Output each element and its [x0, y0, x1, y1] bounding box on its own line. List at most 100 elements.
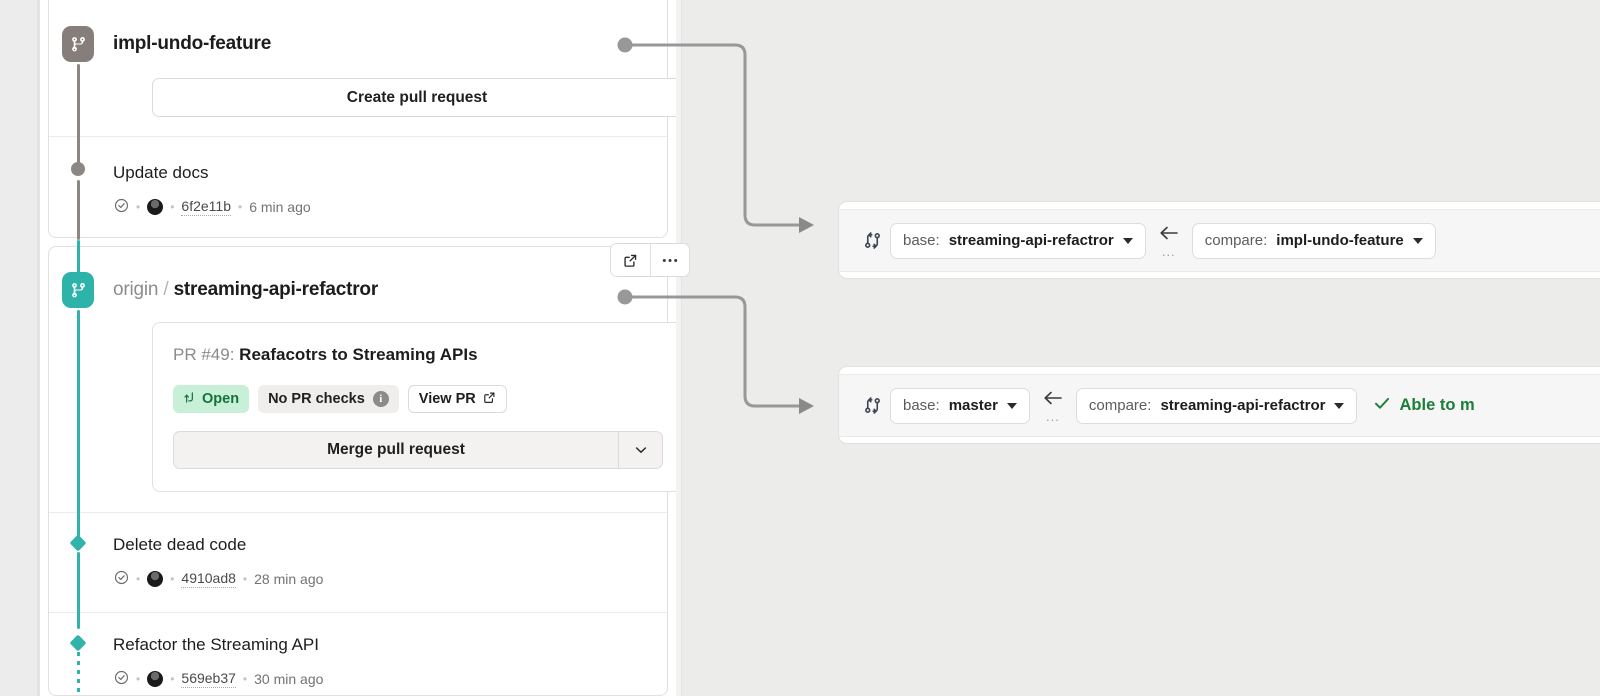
author-avatar	[147, 199, 164, 215]
graph-line-teal	[77, 552, 80, 629]
commit-title[interactable]: Update docs	[113, 163, 208, 183]
branches-panel: impl-undo-feature Create pull request Up…	[40, 0, 690, 696]
commit-hash[interactable]: 4910ad8	[181, 570, 236, 588]
chevron-down-icon	[1122, 237, 1133, 244]
compare-prefix-label: compare:	[1088, 397, 1152, 414]
merge-status-label: Able to m	[1399, 396, 1475, 414]
check-circle-icon	[114, 670, 129, 688]
branch-name-streaming-api-refactror[interactable]: origin / streaming-api-refactror	[113, 279, 378, 301]
merge-button-group: Merge pull request	[173, 431, 663, 469]
commit-hash[interactable]: 569eb37	[181, 670, 236, 688]
graph-line-gray	[77, 64, 80, 171]
ellipsis-label: ...	[1161, 244, 1176, 259]
pr-title-label: Reafacotrs to Streaming APIs	[239, 345, 478, 364]
create-pull-request-button[interactable]: Create pull request	[152, 78, 682, 117]
branch-separator: /	[163, 279, 169, 300]
base-branch-select[interactable]: base: streaming-api-refactror	[890, 222, 1146, 259]
left-gutter-edge	[37, 0, 40, 696]
compare-bar: base: master ... compare: streaming-api-…	[839, 374, 1600, 437]
author-avatar	[147, 671, 164, 687]
card-divider	[49, 136, 667, 137]
branch-label: streaming-api-refactror	[173, 279, 379, 300]
open-external-icon[interactable]	[611, 244, 650, 276]
meta-separator: •	[170, 200, 175, 214]
base-branch-select[interactable]: base: master	[890, 387, 1030, 424]
info-icon[interactable]: i	[372, 391, 389, 407]
pr-checks-badge[interactable]: No PR checks i	[258, 385, 399, 413]
create-pr-label: Create pull request	[346, 88, 488, 106]
git-branch-icon	[62, 272, 94, 308]
base-prefix-label: base:	[903, 397, 940, 414]
external-link-icon	[483, 391, 496, 408]
commit-time: 30 min ago	[254, 671, 324, 687]
base-branch-label: master	[948, 397, 998, 414]
view-pr-label: View PR	[418, 391, 476, 407]
commit-time: 6 min ago	[249, 199, 311, 215]
more-options-icon[interactable]	[650, 244, 689, 276]
merge-status: Able to m	[1373, 394, 1475, 417]
commit-title-label: Update docs	[113, 163, 209, 182]
commit-title-label: Refactor the Streaming API	[113, 635, 319, 654]
card-divider	[49, 612, 667, 613]
pull-request-box: PR #49: Reafacotrs to Streaming APIs Ope…	[152, 322, 682, 492]
card-divider	[49, 512, 667, 513]
view-pr-button[interactable]: View PR	[407, 385, 507, 413]
graph-line-teal-dashed	[77, 652, 80, 696]
chevron-down-icon[interactable]	[619, 431, 663, 469]
compare-card-1: base: streaming-api-refactror ... compar…	[838, 201, 1600, 279]
chevron-down-icon	[1412, 237, 1423, 244]
compare-direction: ...	[1030, 390, 1076, 424]
meta-separator: •	[242, 572, 248, 586]
pull-request-icon	[183, 391, 196, 408]
graph-line-teal	[77, 240, 80, 278]
pr-number-label: PR #49:	[173, 345, 235, 364]
arrow-left-icon	[1158, 225, 1180, 246]
meta-separator: •	[136, 200, 141, 214]
status-badge-open: Open	[173, 385, 250, 413]
compare-branch-label: streaming-api-refactror	[1160, 397, 1326, 414]
compare-branch-select[interactable]: compare: streaming-api-refactror	[1075, 387, 1358, 424]
pr-chip-row: Open No PR checks i View PR	[173, 385, 507, 413]
meta-separator: •	[242, 672, 248, 686]
left-gutter	[0, 0, 37, 696]
chevron-down-icon	[1334, 402, 1345, 409]
author-avatar	[147, 571, 164, 587]
compare-branch-select[interactable]: compare: impl-undo-feature	[1191, 222, 1436, 259]
checks-label: No PR checks	[268, 391, 365, 407]
graph-line-teal	[77, 310, 80, 538]
chevron-down-icon	[1006, 402, 1017, 409]
git-compare-icon	[857, 231, 887, 250]
branch-label: impl-undo-feature	[113, 33, 272, 54]
base-prefix-label: base:	[903, 232, 940, 249]
meta-separator: •	[136, 572, 141, 586]
compare-card-2: base: master ... compare: streaming-api-…	[838, 366, 1600, 444]
pull-request-title[interactable]: PR #49: Reafacotrs to Streaming APIs	[173, 345, 478, 365]
commit-meta: • • 4910ad8 • 28 min ago	[114, 570, 323, 588]
branches-panel-edge	[676, 0, 682, 696]
commit-hash[interactable]: 6f2e11b	[181, 198, 231, 216]
merge-label: Merge pull request	[327, 441, 465, 458]
branch-name-impl-undo-feature[interactable]: impl-undo-feature	[113, 33, 271, 55]
ellipsis-label: ...	[1045, 409, 1060, 424]
open-label: Open	[202, 391, 240, 407]
merge-pull-request-button[interactable]: Merge pull request	[173, 431, 619, 469]
meta-separator: •	[170, 572, 175, 586]
compare-direction: ...	[1146, 225, 1192, 259]
commit-title[interactable]: Delete dead code	[113, 535, 246, 555]
commit-title-label: Delete dead code	[113, 535, 247, 554]
graph-line-gray	[77, 180, 80, 240]
check-circle-icon	[114, 570, 129, 588]
compare-branch-label: impl-undo-feature	[1276, 232, 1404, 249]
arrow-left-icon	[1042, 390, 1064, 411]
git-branch-icon	[62, 26, 94, 62]
commit-time: 28 min ago	[254, 571, 324, 587]
compare-bar: base: streaming-api-refactror ... compar…	[839, 209, 1600, 272]
compare-prefix-label: compare:	[1204, 232, 1268, 249]
check-icon	[1373, 394, 1391, 417]
meta-separator: •	[136, 672, 141, 686]
commit-title[interactable]: Refactor the Streaming API	[113, 635, 319, 655]
commit-node-dot	[71, 162, 85, 176]
branch-card-actions	[610, 243, 690, 277]
commit-meta: • • 6f2e11b • 6 min ago	[114, 198, 311, 216]
